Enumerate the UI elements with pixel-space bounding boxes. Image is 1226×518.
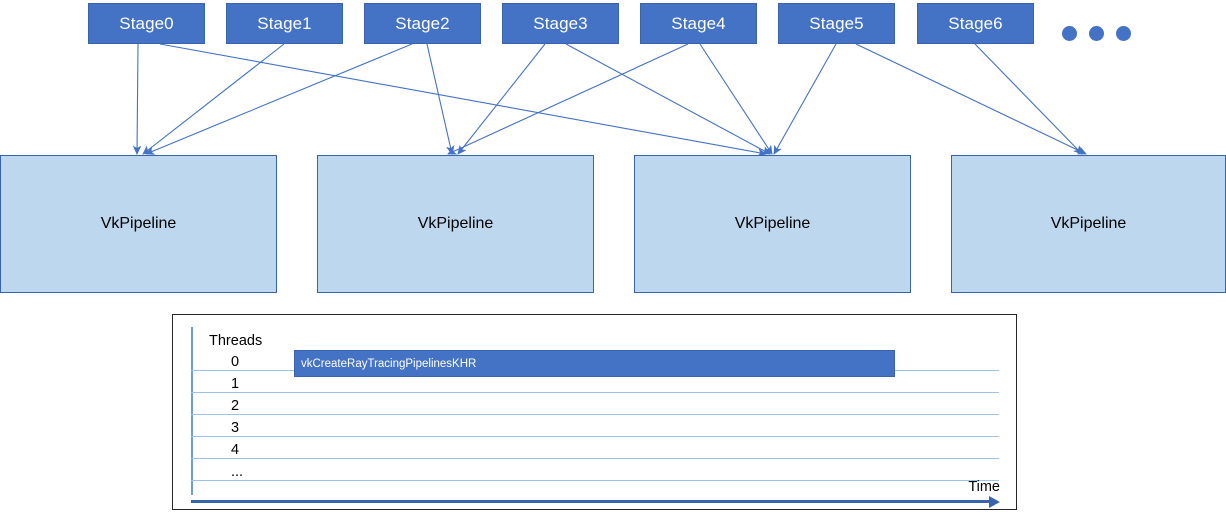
stage-box-4[interactable]: Stage4 xyxy=(640,3,757,44)
time-axis-line xyxy=(191,500,991,503)
arrow-stage4-to-pipeline2 xyxy=(699,43,773,155)
task-bar-label: vkCreateRayTracingPipelinesKHR xyxy=(301,357,477,370)
stage-label: Stage1 xyxy=(257,13,312,33)
pipeline-box-2[interactable]: VkPipeline xyxy=(634,155,911,293)
thread-axis-line xyxy=(191,327,193,495)
pipeline-label: VkPipeline xyxy=(734,215,811,232)
stage-box-5[interactable]: Stage5 xyxy=(778,3,895,44)
stage-box-2[interactable]: Stage2 xyxy=(364,3,481,44)
arrow-stage3-to-pipeline1 xyxy=(457,43,546,155)
thread-row-line xyxy=(191,457,999,459)
stage-label: Stage5 xyxy=(809,13,864,33)
pipeline-box-3[interactable]: VkPipeline xyxy=(951,155,1226,293)
thread-row-id: ... xyxy=(231,463,244,480)
thread-row[interactable]: 2 xyxy=(191,393,999,415)
arrow-stage0-to-pipeline2 xyxy=(159,43,767,157)
pipeline-box-1[interactable]: VkPipeline xyxy=(317,155,594,293)
thread-row-id: 0 xyxy=(231,353,240,370)
thread-row[interactable]: 1 xyxy=(191,371,999,393)
thread-row-line xyxy=(191,435,999,437)
thread-row[interactable]: ... xyxy=(191,459,999,481)
pipeline-label: VkPipeline xyxy=(1050,215,1127,232)
stage-label: Stage6 xyxy=(948,13,1003,33)
thread-row-line xyxy=(191,413,999,415)
time-axis-arrow-icon xyxy=(989,495,1000,508)
arrow-stage6-to-pipeline3 xyxy=(974,43,1083,155)
stage-label: Stage4 xyxy=(671,13,726,33)
arrow-stage1-to-pipeline0 xyxy=(142,43,285,155)
threads-header-label: Threads xyxy=(209,333,263,349)
timeline-inner: Threads 0 1 2 3 4... vkCreateRayTracingPipel… xyxy=(173,315,1016,509)
arrow-stage2-to-pipeline1 xyxy=(426,43,455,155)
stage-label: Stage2 xyxy=(395,13,450,33)
time-axis-label: Time xyxy=(968,479,1000,495)
dot-icon xyxy=(1116,26,1131,41)
pipeline-label: VkPipeline xyxy=(100,215,177,232)
stage-box-6[interactable]: Stage6 xyxy=(917,3,1034,44)
stage-box-0[interactable]: Stage0 xyxy=(88,3,205,44)
thread-row[interactable]: 3 xyxy=(191,415,999,437)
timeline-panel: Threads 0 1 2 3 4... vkCreateRayTracingPipel… xyxy=(172,314,1017,510)
arrow-stage2-to-pipeline0 xyxy=(145,43,413,155)
thread-row-line xyxy=(191,479,999,481)
thread-row-id: 4 xyxy=(231,441,240,458)
arrow-stage5-to-pipeline3 xyxy=(855,43,1087,155)
thread-row-line xyxy=(191,391,999,393)
arrow-stage3-to-pipeline2 xyxy=(565,43,771,155)
arrow-stage5-to-pipeline2 xyxy=(773,43,837,155)
thread-row[interactable]: 4 xyxy=(191,437,999,459)
stage-label: Stage0 xyxy=(119,13,174,33)
task-bar-0[interactable]: vkCreateRayTracingPipelinesKHR xyxy=(294,350,895,377)
arrow-stage0-to-pipeline0 xyxy=(132,43,142,155)
thread-row-id: 1 xyxy=(231,375,240,392)
pipeline-label: VkPipeline xyxy=(417,215,494,232)
dot-icon xyxy=(1089,26,1104,41)
thread-row-id: 3 xyxy=(231,419,240,436)
thread-row-id: 2 xyxy=(231,397,240,414)
stage-box-1[interactable]: Stage1 xyxy=(226,3,343,44)
stage-more-dots xyxy=(1062,26,1131,41)
stage-label: Stage3 xyxy=(533,13,588,33)
stage-box-3[interactable]: Stage3 xyxy=(502,3,619,44)
pipeline-box-0[interactable]: VkPipeline xyxy=(0,155,277,293)
dot-icon xyxy=(1062,26,1077,41)
arrow-stage4-to-pipeline1 xyxy=(447,43,689,155)
